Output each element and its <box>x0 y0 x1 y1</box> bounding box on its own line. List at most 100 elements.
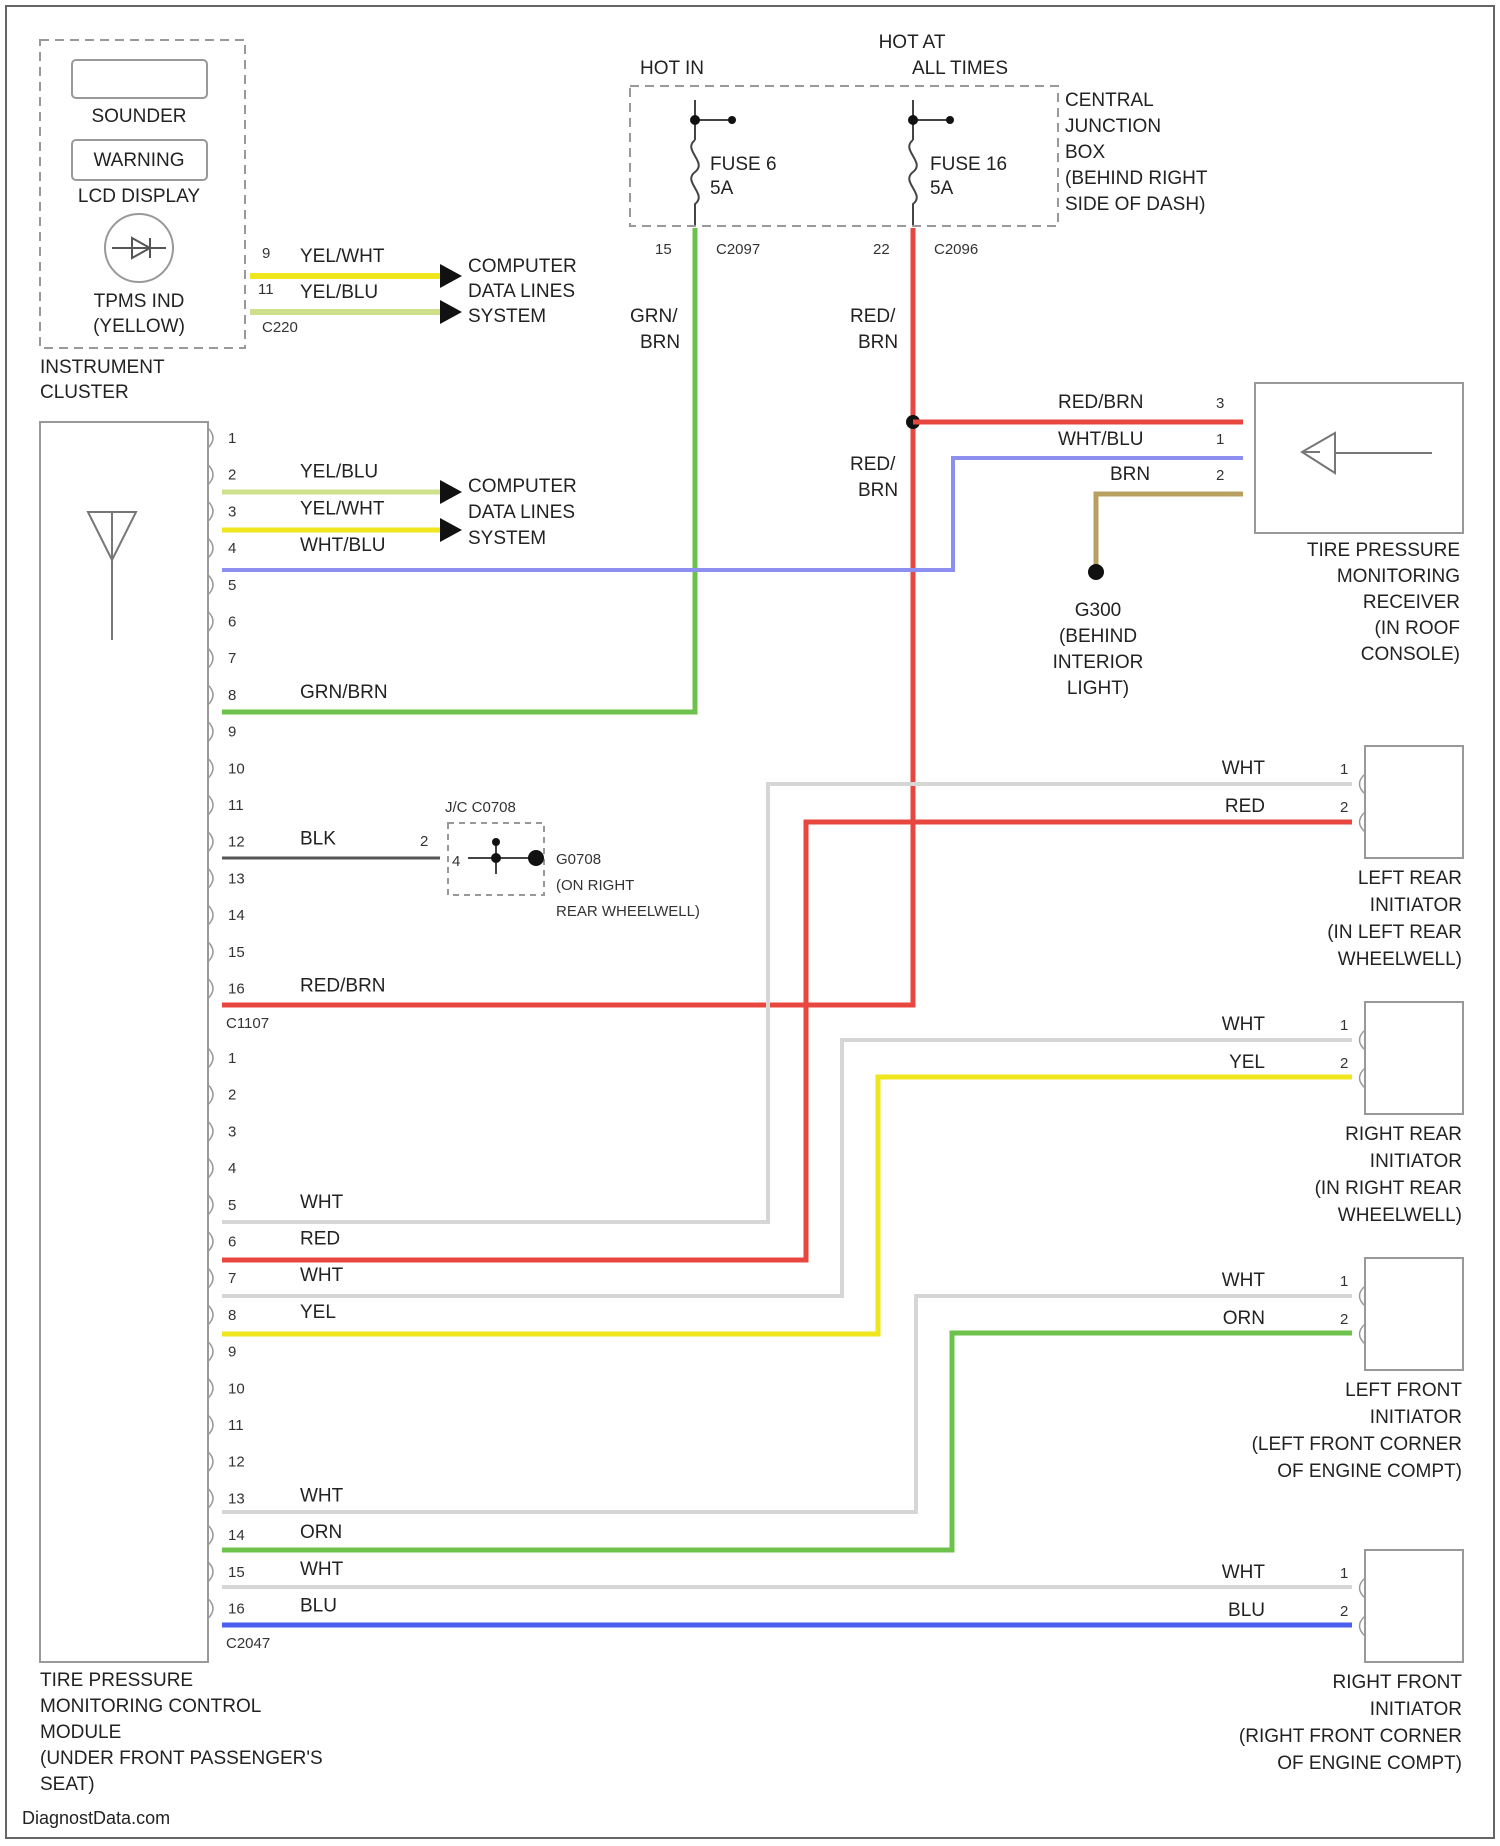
hot-in-label: HOT IN <box>640 58 704 79</box>
c1107-pin-16: 16 <box>228 981 245 998</box>
antenna-icon-module <box>88 512 136 640</box>
left-rear-label-4: WHEELWELL) <box>1338 949 1462 970</box>
jc-node-1 <box>492 838 500 846</box>
g300-ground-node <box>1088 564 1104 580</box>
sounder-box <box>72 60 207 98</box>
right-rear-pin-1: 1 <box>1340 1017 1348 1034</box>
c2047-wire-label-15: WHT <box>300 1559 344 1580</box>
data-lines-label-1b: DATA LINES <box>468 281 575 302</box>
instrument-cluster-label-1: INSTRUMENT <box>40 357 165 378</box>
tpms-ind-color: (YELLOW) <box>93 316 185 337</box>
hot-at-label-2: ALL TIMES <box>912 58 1008 79</box>
left-rear-wire-label-1: WHT <box>1222 758 1266 779</box>
fuse-box-pin-15: 15 <box>655 241 672 258</box>
c1107-pin-5: 5 <box>228 577 236 594</box>
c1107-pin-13: 13 <box>228 870 245 887</box>
receiver-label-4: (IN ROOF <box>1375 618 1461 639</box>
c1107-wire-label-3: YEL/WHT <box>300 498 385 519</box>
left-front-label-1: LEFT FRONT <box>1345 1380 1462 1401</box>
data-lines-label-2a: COMPUTER <box>468 476 577 497</box>
junction-box-label-1: CENTRAL <box>1065 90 1154 111</box>
receiver-wire-label-red-brn: RED/BRN <box>1058 392 1144 413</box>
c1107-wire-label-2: YEL/BLU <box>300 462 378 483</box>
receiver-pin-1: 1 <box>1216 431 1224 448</box>
left-rear-pin-2: 2 <box>1340 799 1348 816</box>
wire-wht-left-front <box>222 1296 1352 1512</box>
module-label-2: MONITORING CONTROL <box>40 1696 261 1717</box>
right-front-pin-1: 1 <box>1340 1565 1348 1582</box>
left-rear-label-3: (IN LEFT REAR <box>1327 922 1462 943</box>
tpms-receiver: RED/BRN WHT/BLU BRN 3 1 2 G300 (BEHIND I… <box>222 383 1463 699</box>
fuse-16-top-node <box>908 115 918 125</box>
wire-label-red-2: RED/ <box>850 454 896 475</box>
c1107-wire-label-16: RED/BRN <box>300 976 386 997</box>
tpms-indicator-diode-icon <box>112 238 166 258</box>
fuse-box-conn-c2096: C2096 <box>934 241 978 258</box>
left-front-pin-2: 2 <box>1340 1311 1348 1328</box>
lcd-display-label: LCD DISPLAY <box>78 186 200 207</box>
g0708-label-2: (ON RIGHT <box>556 877 634 894</box>
fuse-6-end-node <box>728 116 736 124</box>
c1107-pin-15: 15 <box>228 944 245 961</box>
receiver-pin-3: 3 <box>1216 395 1224 412</box>
c2047-pin-6: 6 <box>228 1234 236 1251</box>
receiver-box <box>1255 383 1463 533</box>
cluster-connector: C220 <box>262 319 298 336</box>
c1107-pin-6: 6 <box>228 614 236 631</box>
module-label-5: SEAT) <box>40 1774 95 1795</box>
receiver-pin-2: 2 <box>1216 467 1224 484</box>
g0708-label-3: REAR WHEELWELL) <box>556 903 700 920</box>
wire-label-yel-wht-cluster: YEL/WHT <box>300 246 385 267</box>
c1107-pin-10: 10 <box>228 760 245 777</box>
left-rear-label-1: LEFT REAR <box>1358 868 1462 889</box>
c2047-pin-12: 12 <box>228 1454 245 1471</box>
jc-c0708-label: J/C C0708 <box>445 799 516 816</box>
g300-label-3: INTERIOR <box>1053 652 1144 673</box>
wire-label-grn-1: GRN/ <box>630 306 678 327</box>
c1107-pin-1: 1 <box>228 430 236 447</box>
jc-bus-icon <box>468 842 536 874</box>
right-front-label-1: RIGHT FRONT <box>1333 1672 1463 1693</box>
c2047-pin-11: 11 <box>228 1417 244 1434</box>
left-rear-pin-1: 1 <box>1340 761 1348 778</box>
junction-box-label-4: (BEHIND RIGHT <box>1065 168 1208 189</box>
arrow-icon-module-2 <box>440 518 462 542</box>
arrow-icon-module-1 <box>440 480 462 504</box>
module-label-1: TIRE PRESSURE <box>40 1670 193 1691</box>
junction-box-label-3: BOX <box>1065 142 1105 163</box>
receiver-wire-label-wht-blu: WHT/BLU <box>1058 429 1144 450</box>
c1107-wire-label-4: WHT/BLU <box>300 535 386 556</box>
c2047-pin-9: 9 <box>228 1344 236 1361</box>
c2047-wire-label-14: ORN <box>300 1522 342 1543</box>
sounder-label: SOUNDER <box>91 106 186 127</box>
c2047-pin-7: 7 <box>228 1270 236 1287</box>
c1107-pin-12: 12 <box>228 834 245 851</box>
antenna-icon-receiver <box>1302 433 1432 473</box>
control-module-box <box>40 422 208 1662</box>
c1107-pin-8: 8 <box>228 687 236 704</box>
right-rear-label-4: WHEELWELL) <box>1338 1205 1462 1226</box>
receiver-wire-label-brn: BRN <box>1110 464 1150 485</box>
wire-label-brn-2: BRN <box>858 332 898 353</box>
g300-label-1: G300 <box>1075 600 1121 621</box>
wire-label-red-1: RED/ <box>850 306 896 327</box>
c2047-wire-label-7: WHT <box>300 1265 344 1286</box>
right-front-wire-label-1: WHT <box>1222 1562 1266 1583</box>
arrow-icon-cluster-2 <box>440 300 462 324</box>
left-front-label-4: OF ENGINE COMPT) <box>1277 1461 1462 1482</box>
receiver-label-1: TIRE PRESSURE <box>1307 540 1460 561</box>
ground-junction: J/C C0708 2 4 G0708 (ON RIGHT REAR WHEEL… <box>222 799 700 920</box>
c1107-pin-2: 2 <box>228 467 236 484</box>
jc-node-2 <box>491 853 501 863</box>
c2047-pin-4: 4 <box>228 1160 236 1177</box>
c1107-pin-4: 4 <box>228 540 236 557</box>
left-rear-wire-label-2: RED <box>1225 796 1265 817</box>
data-lines-label-1c: SYSTEM <box>468 306 546 327</box>
fuse-16-rating: 5A <box>930 178 954 199</box>
c1107-pin-11: 11 <box>228 797 244 814</box>
module-label-3: MODULE <box>40 1722 121 1743</box>
junction-box-label-2: JUNCTION <box>1065 116 1161 137</box>
fuse-box-conn-c2097: C2097 <box>716 241 760 258</box>
c2047-wire-label-13: WHT <box>300 1485 344 1506</box>
instrument-cluster: SOUNDER WARNING LCD DISPLAY TPMS IND (YE… <box>40 40 298 403</box>
